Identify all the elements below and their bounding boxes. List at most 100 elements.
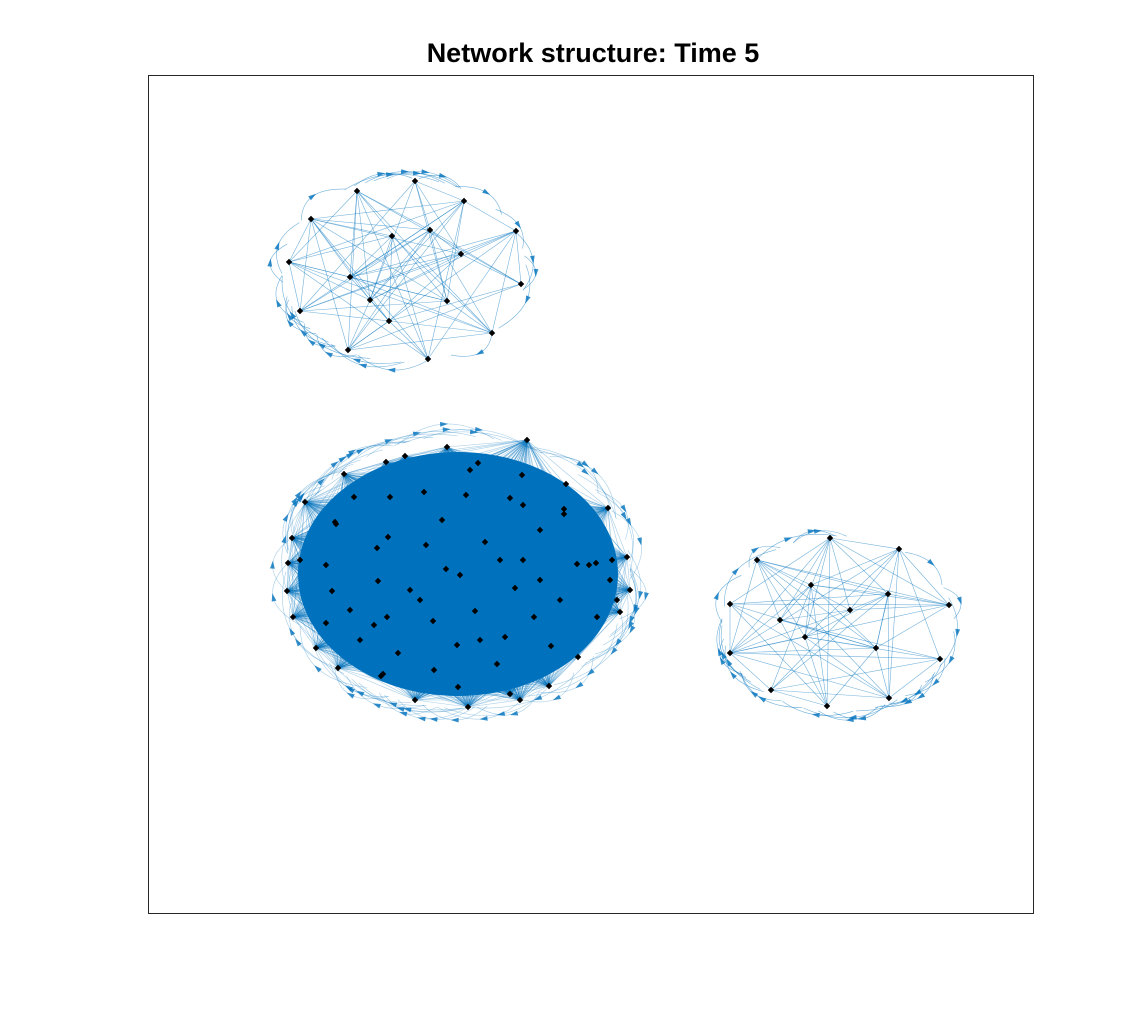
edge-arrowhead xyxy=(575,681,584,689)
graph-node xyxy=(592,559,600,567)
graph-node xyxy=(606,576,614,584)
edge-arrowhead xyxy=(338,456,347,463)
cluster-top-left-edges xyxy=(267,169,539,373)
graph-node xyxy=(457,250,465,258)
edge-arrowhead xyxy=(403,707,412,713)
graph-node xyxy=(366,296,374,304)
cluster-right-edges xyxy=(713,529,962,723)
edge-arrowhead xyxy=(530,255,535,264)
edge-arrowhead xyxy=(412,431,422,437)
graph-node xyxy=(488,329,496,337)
graph-node xyxy=(471,607,479,615)
graph-node xyxy=(753,556,761,564)
graph-node xyxy=(406,586,414,594)
graph-node xyxy=(945,601,953,609)
edge-arrowhead xyxy=(807,529,816,534)
edge-arrowhead xyxy=(719,656,726,665)
graph-node xyxy=(285,258,293,266)
graph-node xyxy=(296,556,304,564)
edge-arrowhead xyxy=(750,691,759,698)
edge-arrowhead xyxy=(610,647,618,655)
edge-arrowhead xyxy=(356,448,365,455)
edge-arrowhead xyxy=(533,268,539,277)
edge-arrowhead xyxy=(629,615,635,624)
edge-arrowhead xyxy=(758,696,767,703)
edge-arrowhead xyxy=(848,714,857,720)
edge-arrowhead xyxy=(637,537,642,546)
edge-arrowhead xyxy=(287,319,294,328)
edge-arrowhead xyxy=(314,665,322,673)
edge-arrowhead xyxy=(514,220,521,229)
graph-node xyxy=(545,682,553,690)
edge-arrowhead xyxy=(731,567,739,576)
edge-arrowhead xyxy=(330,461,339,468)
edge-arrowhead xyxy=(421,169,430,174)
graph-node xyxy=(585,561,593,569)
graph-node xyxy=(767,686,775,694)
graph-node xyxy=(296,307,304,315)
edge-arrowhead xyxy=(576,461,585,468)
graph-node xyxy=(328,587,336,595)
graph-node xyxy=(801,633,809,641)
edge-arrowhead xyxy=(289,627,296,636)
graph-node xyxy=(301,498,309,506)
graph-node xyxy=(374,577,382,585)
graph-node xyxy=(476,636,484,644)
edge-arrowhead xyxy=(429,717,438,722)
edge-arrowhead xyxy=(352,358,361,364)
graph-node xyxy=(438,516,446,524)
graph-node xyxy=(426,226,434,234)
edge-arrowhead xyxy=(317,342,326,350)
graph-node xyxy=(388,232,396,240)
axes-box xyxy=(148,75,1034,914)
edge-arrowhead xyxy=(295,638,302,647)
cluster-top-left-nodes xyxy=(285,177,525,363)
graph-node xyxy=(884,590,892,598)
edge-arrowhead xyxy=(620,504,627,513)
graph-node xyxy=(846,606,854,614)
edge-arrowhead xyxy=(417,716,426,722)
graph-node xyxy=(424,355,432,363)
graph-node xyxy=(826,534,834,542)
graph-node xyxy=(573,560,581,568)
chart-title: Network structure: Time 5 xyxy=(426,38,760,68)
graph-node xyxy=(284,559,292,567)
graph-node xyxy=(560,505,568,513)
graph-node xyxy=(353,187,361,195)
graph-node xyxy=(512,227,520,235)
graph-node xyxy=(322,619,330,627)
graph-node xyxy=(464,703,472,711)
edge-arrowhead xyxy=(591,467,599,475)
graph-node xyxy=(411,696,419,704)
graph-node xyxy=(462,491,470,499)
edge-arrowhead xyxy=(396,707,405,712)
edge-arrowhead xyxy=(384,439,393,444)
edge-arrowhead xyxy=(903,698,913,705)
graph-node xyxy=(616,608,624,616)
graph-node xyxy=(334,664,342,672)
edge-arrowhead xyxy=(475,349,485,355)
graph-node xyxy=(456,571,464,579)
edge-arrowhead xyxy=(358,363,367,369)
edge-arrowhead xyxy=(387,367,396,373)
edge-arrowhead xyxy=(638,590,644,600)
graph-node xyxy=(411,177,419,185)
graph-node xyxy=(356,636,364,644)
edge-arrowhead xyxy=(346,452,355,459)
graph-node xyxy=(823,702,831,710)
graph-node xyxy=(474,459,482,467)
graph-node xyxy=(453,641,461,649)
edge-arrowhead xyxy=(442,427,451,432)
graph-node xyxy=(420,488,428,496)
graph-node xyxy=(895,545,903,553)
graph-node xyxy=(936,655,944,663)
graph-node xyxy=(493,660,501,668)
edge-layer xyxy=(267,169,962,723)
edge-arrowhead xyxy=(317,478,325,486)
graph-node xyxy=(422,541,430,549)
edge-arrowhead xyxy=(324,351,333,358)
edge-arrowhead xyxy=(917,692,926,699)
edge-arrowhead xyxy=(346,692,355,699)
